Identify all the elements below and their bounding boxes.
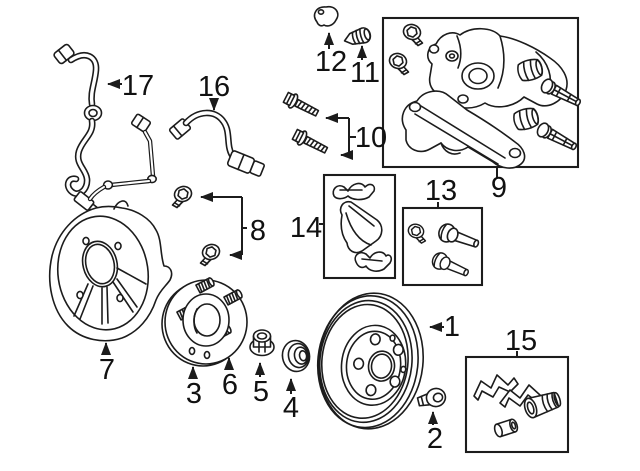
pad-clip-lower bbox=[354, 251, 393, 272]
callout-11-label[interactable]: 11 bbox=[350, 57, 380, 89]
rotor-screw bbox=[416, 387, 447, 408]
hardware-kit-box bbox=[464, 355, 570, 454]
callout-3: 3 bbox=[186, 366, 202, 410]
splash-shield bbox=[48, 200, 173, 342]
callout-1-label[interactable]: 1 bbox=[444, 311, 460, 343]
callout-15-label[interactable]: 15 bbox=[505, 325, 537, 357]
pin-kit-bolt bbox=[405, 221, 427, 244]
bracket-details bbox=[408, 101, 522, 165]
callout-14-label[interactable]: 14 bbox=[290, 212, 322, 244]
hub-nut bbox=[249, 329, 275, 357]
callout-8-label[interactable]: 8 bbox=[250, 215, 266, 247]
bleeder-screw bbox=[343, 27, 372, 46]
caliper-kit-box bbox=[381, 16, 584, 169]
harness-bracket-link bbox=[87, 113, 158, 202]
callout-1: 1 bbox=[429, 311, 460, 343]
guide-pin-kit-box bbox=[401, 206, 484, 287]
caliper-details bbox=[428, 35, 552, 104]
abs-sensor-harness bbox=[53, 43, 158, 214]
callout-9-label[interactable]: 9 bbox=[491, 172, 507, 204]
kit-piston bbox=[523, 391, 562, 419]
callout-5-label[interactable]: 5 bbox=[253, 376, 269, 408]
abs-sensor-head bbox=[73, 191, 99, 214]
bearing-cap bbox=[281, 339, 311, 373]
callout-17: 17 bbox=[107, 70, 154, 102]
callout-2-label[interactable]: 2 bbox=[427, 423, 443, 455]
caliper-mounting-bolts bbox=[281, 89, 331, 158]
brake-hose bbox=[168, 109, 265, 177]
brake-pad bbox=[339, 200, 383, 254]
callout-4: 4 bbox=[283, 378, 299, 424]
callout-8-bracket bbox=[241, 197, 247, 255]
shield-details bbox=[56, 200, 150, 331]
callout-17-label[interactable]: 17 bbox=[122, 70, 154, 102]
pin-kit-pin-1 bbox=[435, 221, 482, 254]
shield-bolt-upper bbox=[171, 183, 195, 209]
callout-16-label[interactable]: 16 bbox=[198, 71, 230, 103]
hub-details bbox=[182, 293, 230, 360]
callout-16: 16 bbox=[198, 71, 230, 111]
hub-assembly bbox=[161, 276, 248, 367]
callout-14: 14 bbox=[290, 212, 325, 244]
shield-bolt-lower bbox=[199, 241, 223, 267]
callout-10-bracket bbox=[348, 118, 356, 155]
callout-10: 10 bbox=[325, 113, 387, 160]
kit-bolt-1 bbox=[400, 21, 424, 47]
callout-8: 8 bbox=[200, 192, 266, 260]
guide-pin-2 bbox=[534, 120, 580, 155]
brake-pad-kit-box bbox=[322, 173, 397, 280]
callout-13-label[interactable]: 13 bbox=[425, 175, 457, 207]
hose-fitting-lower bbox=[226, 150, 265, 177]
bleeder-screw-cap bbox=[313, 5, 339, 27]
callout-11: 11 bbox=[350, 45, 380, 89]
abutment-clip-left bbox=[473, 374, 519, 401]
callout-6: 6 bbox=[222, 357, 238, 401]
callout-3-label[interactable]: 3 bbox=[186, 378, 202, 410]
callout-15: 15 bbox=[505, 325, 537, 357]
callout-4-label[interactable]: 4 bbox=[283, 392, 299, 424]
caliper-bolt-upper bbox=[281, 89, 322, 121]
callout-13: 13 bbox=[425, 175, 457, 209]
pin-kit-pin-2 bbox=[429, 249, 472, 282]
callout-7-label[interactable]: 7 bbox=[99, 354, 115, 386]
brake-caliper bbox=[427, 27, 568, 109]
callout-6-label[interactable]: 6 bbox=[222, 369, 238, 401]
callout-12-label[interactable]: 12 bbox=[315, 46, 347, 78]
callout-2: 2 bbox=[427, 411, 443, 455]
callout-10-label[interactable]: 10 bbox=[355, 122, 387, 154]
caliper-bolt-lower bbox=[290, 126, 331, 158]
rotor-details bbox=[316, 295, 419, 429]
callouts: 17 16 12 11 10 9 13 14 bbox=[99, 32, 537, 455]
guide-pin-boot-2 bbox=[511, 105, 542, 133]
callout-5: 5 bbox=[253, 362, 269, 408]
kit-sleeve bbox=[493, 418, 519, 438]
callout-9: 9 bbox=[491, 167, 507, 204]
callout-7: 7 bbox=[99, 342, 115, 386]
kit-bolt-2 bbox=[386, 50, 410, 76]
callout-12: 12 bbox=[315, 32, 347, 78]
pad-clip-upper bbox=[332, 182, 376, 201]
brake-rotor bbox=[316, 292, 425, 430]
caliper-bracket bbox=[401, 90, 526, 169]
